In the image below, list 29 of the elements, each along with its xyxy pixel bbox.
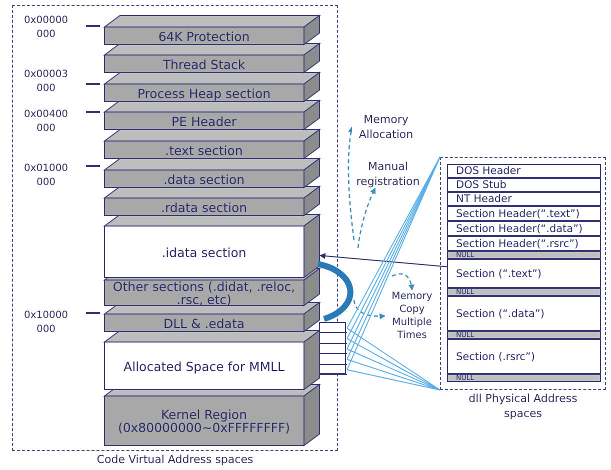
curved-arrow — [317, 261, 354, 322]
table-row: Section (.rsrc”) — [447, 339, 601, 374]
table-row: Section (“.data”) — [447, 296, 601, 331]
arrow — [319, 253, 448, 268]
address-label: 0x00003 000 — [22, 68, 70, 96]
connector-line — [346, 328, 440, 390]
address-label: 0x01000 000 — [22, 162, 70, 190]
frame-caption: dll Physical Address spaces — [468, 391, 578, 421]
connector-line — [346, 348, 440, 390]
connector-line — [346, 369, 440, 390]
table-row: DOS Stub — [447, 178, 601, 192]
table-row: Section Header(“.text”) — [447, 206, 601, 221]
dashed-arrow — [357, 187, 376, 248]
dashed-arrow — [353, 300, 386, 320]
connector-line — [346, 338, 440, 390]
table-row: Section (“.text”) — [447, 259, 601, 288]
table-row: DOS Header — [447, 164, 601, 178]
dashed-arrow — [392, 273, 414, 291]
table-row: NT Header — [447, 192, 601, 206]
frame-caption: Code Virtual Address spaces — [96, 452, 254, 467]
address-label: 0x10000 000 — [22, 309, 70, 337]
address-label: 0x00000 000 — [22, 14, 70, 42]
table-row: Section Header(“.rsrc”) — [447, 236, 601, 251]
annotation-text: Manual registration — [356, 160, 420, 188]
connector-line — [346, 358, 440, 390]
row-table — [319, 322, 346, 374]
dashed-arrow — [348, 126, 355, 240]
address-label: 0x00400 000 — [22, 108, 70, 136]
table-row: Section Header(“.data”) — [447, 221, 601, 236]
